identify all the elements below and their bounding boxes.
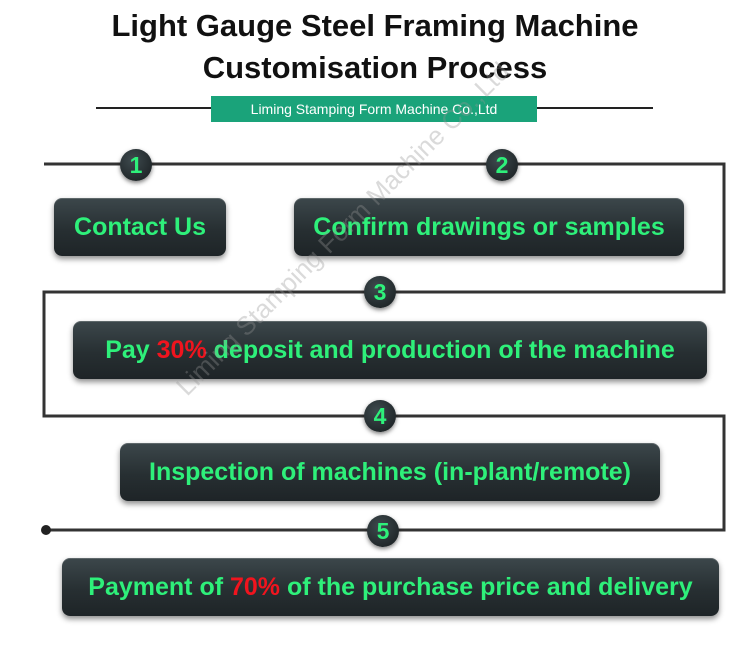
step-5-badge: 5 — [367, 515, 399, 547]
flow-end-dot — [41, 525, 51, 535]
step-1-text: Contact Us — [74, 213, 206, 241]
header-rule-left — [96, 107, 211, 109]
step-5-balance-percent: 70% — [230, 573, 281, 601]
step-3-badge: 3 — [364, 276, 396, 308]
step-4-text: Inspection of machines (in-plant/remote) — [149, 458, 631, 486]
step-2-text: Confirm drawings or samples — [313, 213, 665, 241]
company-banner: Liming Stamping Form Machine Co.,Ltd — [211, 96, 537, 122]
step-5-text-prefix: Payment of — [88, 573, 230, 601]
title-line-1: Light Gauge Steel Framing Machine — [111, 8, 639, 43]
step-4-badge: 4 — [364, 400, 396, 432]
step-1-box: Contact Us — [54, 198, 226, 256]
step-3-deposit-percent: 30% — [156, 336, 207, 364]
step-4-box: Inspection of machines (in-plant/remote) — [120, 443, 660, 501]
step-3-text-prefix: Pay — [105, 336, 157, 364]
step-1-badge: 1 — [120, 149, 152, 181]
title-line-2: Customisation Process — [202, 50, 548, 85]
step-5-box: Payment of 70% of the purchase price and… — [62, 558, 719, 616]
step-5-text-suffix: of the purchase price and delivery — [280, 573, 693, 601]
step-3-text-suffix: deposit and production of the machine — [206, 336, 675, 364]
header-rule-right — [537, 107, 653, 109]
step-2-badge: 2 — [486, 149, 518, 181]
step-2-box: Confirm drawings or samples — [294, 198, 684, 256]
step-3-box: Pay 30% deposit and production of the ma… — [73, 321, 707, 379]
